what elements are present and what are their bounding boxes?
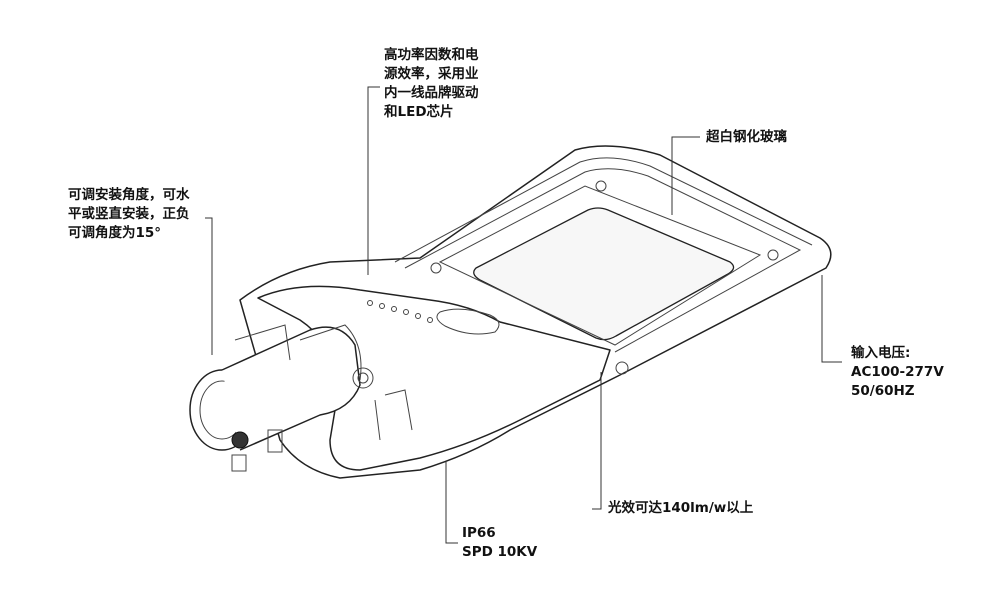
- annotation-angle: 可调安装角度，可水 平或竖直安装，正负 可调角度为15°: [68, 187, 190, 241]
- top-rim: [394, 157, 813, 263]
- rim-inner: [404, 168, 802, 353]
- glass-panel: [473, 207, 735, 341]
- leader-driver: [367, 86, 380, 275]
- leader-glass: [671, 136, 700, 215]
- screw: [595, 180, 607, 192]
- screw: [615, 361, 629, 375]
- annotation-efficacy: 光效可达140lm/w以上: [608, 500, 754, 516]
- screw: [430, 262, 442, 274]
- leader-efficacy: [592, 372, 602, 510]
- leader-input: [821, 275, 842, 363]
- annotation-driver: 高功率因数和电 源效率，采用业 内一线品牌驱动 和LED芯片: [384, 47, 479, 120]
- glass-frame: [438, 185, 762, 346]
- leader-angle: [205, 217, 213, 355]
- annotation-glass: 超白钢化玻璃: [706, 129, 787, 145]
- slot: [436, 308, 500, 335]
- leader-protection: [445, 462, 458, 544]
- bracket-arm: [234, 324, 413, 441]
- screw: [767, 249, 779, 261]
- annotation-protection: IP66 SPD 10KV: [462, 525, 538, 560]
- annotation-input: 输入电压: AC100-277V 50/60HZ: [851, 345, 944, 399]
- vent-dots: [367, 300, 433, 323]
- pole-mount: [189, 324, 374, 472]
